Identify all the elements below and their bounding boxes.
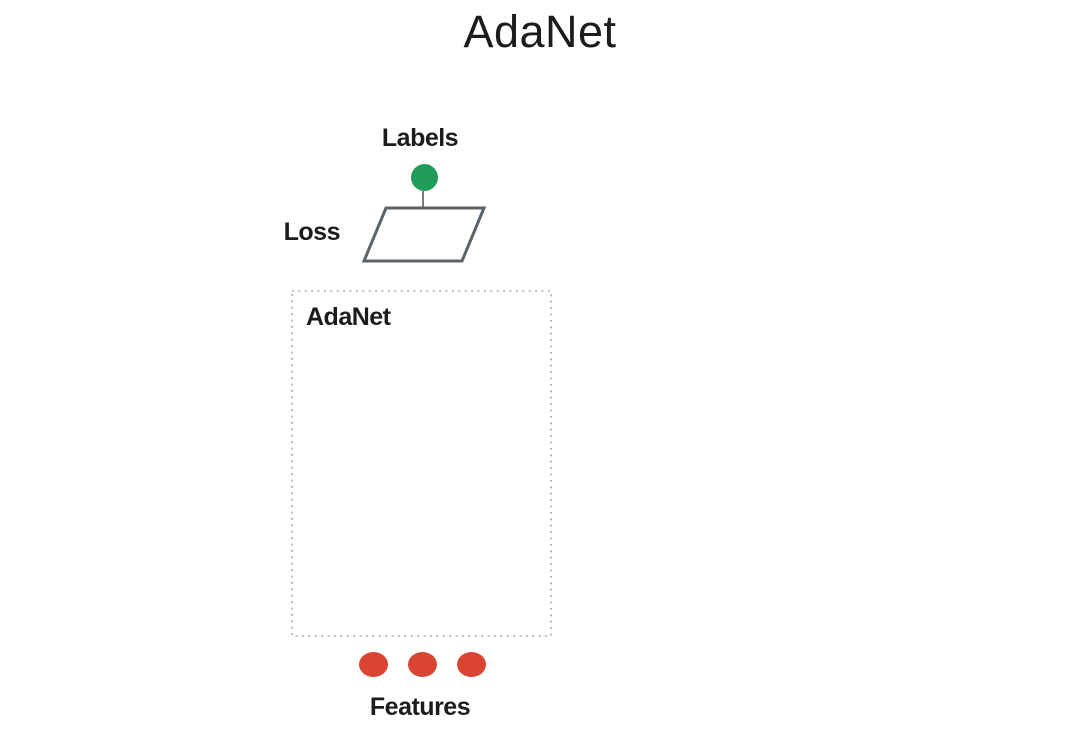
dotted-rect bbox=[291, 290, 552, 637]
loss-parallelogram-shape bbox=[361, 206, 487, 263]
feature-node-dot bbox=[359, 652, 388, 677]
features-label: Features bbox=[369, 693, 471, 721]
parallelogram bbox=[361, 206, 487, 263]
page-title: AdaNet bbox=[463, 6, 617, 57]
feature-node-dot bbox=[408, 652, 437, 677]
adanet-box-dotted-border bbox=[291, 290, 552, 637]
label-node-dot bbox=[411, 164, 438, 191]
labels-label: Labels bbox=[381, 124, 459, 152]
adanet-box-label: AdaNet bbox=[306, 303, 391, 331]
connector-line bbox=[422, 190, 424, 208]
loss-label: Loss bbox=[283, 218, 341, 246]
adanet-box: AdaNet bbox=[291, 290, 552, 637]
feature-nodes bbox=[359, 652, 486, 677]
feature-node-dot bbox=[457, 652, 486, 677]
